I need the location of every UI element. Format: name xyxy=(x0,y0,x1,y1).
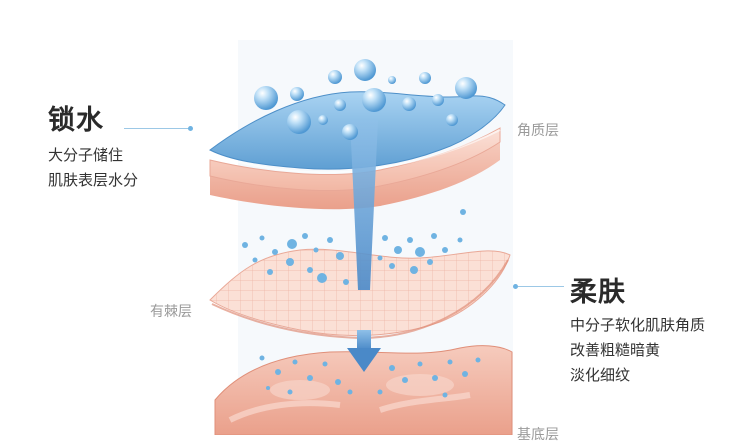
small-molecule-dots xyxy=(242,209,466,285)
soften-skin-description: 中分子软化肌肤角质 改善粗糙暗黄 淡化细纹 xyxy=(570,313,705,388)
soften-skin-line-1: 中分子软化肌肤角质 xyxy=(570,316,706,334)
lock-water-line-2: 肌肤表层水分 xyxy=(48,171,139,189)
penetration-arrow xyxy=(347,120,381,372)
soften-skin-connector-dot xyxy=(513,284,518,289)
soften-skin-line-3: 淡化细纹 xyxy=(570,366,631,384)
skin-layers-graphic xyxy=(209,59,513,435)
lock-water-heading: 锁水 xyxy=(48,105,104,136)
soften-skin-heading: 柔肤 xyxy=(570,277,626,308)
basal-layer-label: 基底层 xyxy=(517,427,559,443)
lock-water-description: 大分子储住 肌肤表层水分 xyxy=(48,143,138,193)
lock-water-connector-dot xyxy=(188,126,193,131)
large-molecule-bubbles xyxy=(254,59,477,140)
spinous-layer-label: 有棘层 xyxy=(150,304,192,320)
soften-skin-connector-line xyxy=(518,286,564,287)
lock-water-line-1: 大分子储住 xyxy=(48,146,124,164)
skin-layer-illustration: 锁水 大分子储住 肌肤表层水分 柔肤 中分子软化肌肤角质 改善粗糙暗黄 淡化细纹… xyxy=(48,59,706,443)
soften-skin-line-2: 改善粗糙暗黄 xyxy=(570,341,661,359)
basal-molecule-dots xyxy=(259,355,481,398)
lock-water-connector-line xyxy=(124,128,190,129)
spinous-layer xyxy=(209,248,511,340)
basal-layer xyxy=(214,345,513,435)
stratum-corneum-label: 角质层 xyxy=(517,123,559,139)
